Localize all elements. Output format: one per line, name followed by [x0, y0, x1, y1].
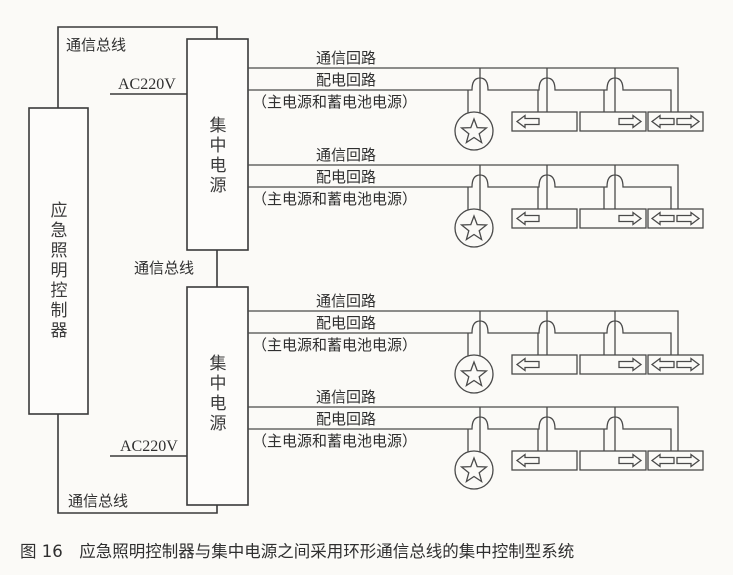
- emergency-light: [454, 354, 494, 394]
- exit-sign: [579, 111, 647, 132]
- arrow-right-icon: [676, 357, 701, 372]
- comm-loop-line: [248, 310, 679, 355]
- star-icon: [459, 214, 489, 241]
- bus-label-bottom: 通信总线: [68, 492, 128, 510]
- exit-sign: [579, 208, 647, 229]
- power-loop-label: 配电回路: [316, 410, 376, 428]
- exit-sign: [647, 208, 704, 229]
- emergency-light: [454, 111, 494, 151]
- controller-label-char: 器: [51, 321, 68, 341]
- controller-label-char: 明: [51, 261, 68, 281]
- emergency-lighting-controller: [28, 107, 89, 415]
- arrow-right-icon: [618, 453, 643, 468]
- comm-loop-label: 通信回路: [316, 49, 376, 67]
- arrow-left-icon: [650, 114, 675, 129]
- arrow-right-icon: [618, 114, 643, 129]
- arrow-right-icon: [618, 357, 643, 372]
- arrow-left-icon: [515, 453, 540, 468]
- exit-sign: [511, 450, 578, 471]
- power-source-note: （主电源和蓄电池电源）: [252, 190, 417, 208]
- comm-loop-label: 通信回路: [316, 292, 376, 310]
- arrow-right-icon: [618, 211, 643, 226]
- exit-sign: [647, 111, 704, 132]
- arrow-left-icon: [515, 211, 540, 226]
- power-source-note: （主电源和蓄电池电源）: [252, 93, 417, 111]
- arrow-left-icon: [650, 453, 675, 468]
- figure-caption: 图 16 应急照明控制器与集中电源之间采用环形通信总线的集中控制型系统: [20, 542, 574, 561]
- ac-input-label-1: AC220V: [118, 76, 176, 93]
- arrow-left-icon: [650, 357, 675, 372]
- comm-loop-label: 通信回路: [316, 146, 376, 164]
- bus-label-middle: 通信总线: [134, 259, 194, 277]
- emergency-light: [454, 208, 494, 248]
- controller-label-char: 急: [51, 221, 68, 241]
- controller-label-char: 照: [51, 241, 68, 261]
- arrow-left-icon: [515, 357, 540, 372]
- comm-bus-top: [57, 26, 218, 108]
- arrow-right-icon: [676, 453, 701, 468]
- power-supply-1-label: 集 中 电 源: [210, 116, 227, 196]
- controller-label: 应 急 照 明 控 制 器: [51, 201, 68, 341]
- exit-sign: [579, 450, 647, 471]
- exit-sign: [511, 111, 578, 132]
- exit-sign: [579, 354, 647, 375]
- ac-input-label-2: AC220V: [120, 438, 178, 455]
- central-power-supply-2: [186, 286, 249, 506]
- power-source-note: （主电源和蓄电池电源）: [252, 336, 417, 354]
- comm-loop-line: [248, 164, 679, 209]
- comm-loop-line: [248, 406, 679, 451]
- comm-bus-bottom: [57, 414, 218, 514]
- power-supply-label-char: 集: [210, 116, 227, 136]
- power-supply-label-char: 集: [210, 354, 227, 374]
- power-supply-label-char: 中: [210, 136, 227, 156]
- power-source-note: （主电源和蓄电池电源）: [252, 432, 417, 450]
- arrow-left-icon: [650, 211, 675, 226]
- power-loop-label: 配电回路: [316, 314, 376, 332]
- power-supply-2-label: 集 中 电 源: [210, 354, 227, 434]
- power-supply-label-char: 电: [210, 156, 227, 176]
- controller-label-char: 控: [51, 281, 68, 301]
- star-icon: [459, 456, 489, 483]
- emergency-light: [454, 450, 494, 490]
- star-icon: [459, 360, 489, 387]
- exit-sign: [647, 450, 704, 471]
- power-supply-label-char: 源: [210, 414, 227, 434]
- power-supply-label-char: 中: [210, 374, 227, 394]
- power-loop-label: 配电回路: [316, 168, 376, 186]
- circuit-groups: 通信回路配电回路（主电源和蓄电池电源）通信回路配电回路（主电源和蓄电池电源）通信…: [248, 49, 704, 490]
- star-icon: [459, 117, 489, 144]
- power-supply-label-char: 源: [210, 176, 227, 196]
- arrow-right-icon: [676, 114, 701, 129]
- exit-sign: [511, 208, 578, 229]
- exit-sign: [511, 354, 578, 375]
- arrow-right-icon: [676, 211, 701, 226]
- arrow-left-icon: [515, 114, 540, 129]
- controller-label-char: 应: [51, 201, 68, 221]
- exit-sign: [647, 354, 704, 375]
- bus-label-top: 通信总线: [66, 36, 126, 54]
- power-loop-label: 配电回路: [316, 71, 376, 89]
- comm-loop-line: [248, 67, 679, 112]
- comm-loop-label: 通信回路: [316, 388, 376, 406]
- power-supply-label-char: 电: [210, 394, 227, 414]
- central-power-supply-1: [186, 38, 249, 251]
- controller-label-char: 制: [51, 301, 68, 321]
